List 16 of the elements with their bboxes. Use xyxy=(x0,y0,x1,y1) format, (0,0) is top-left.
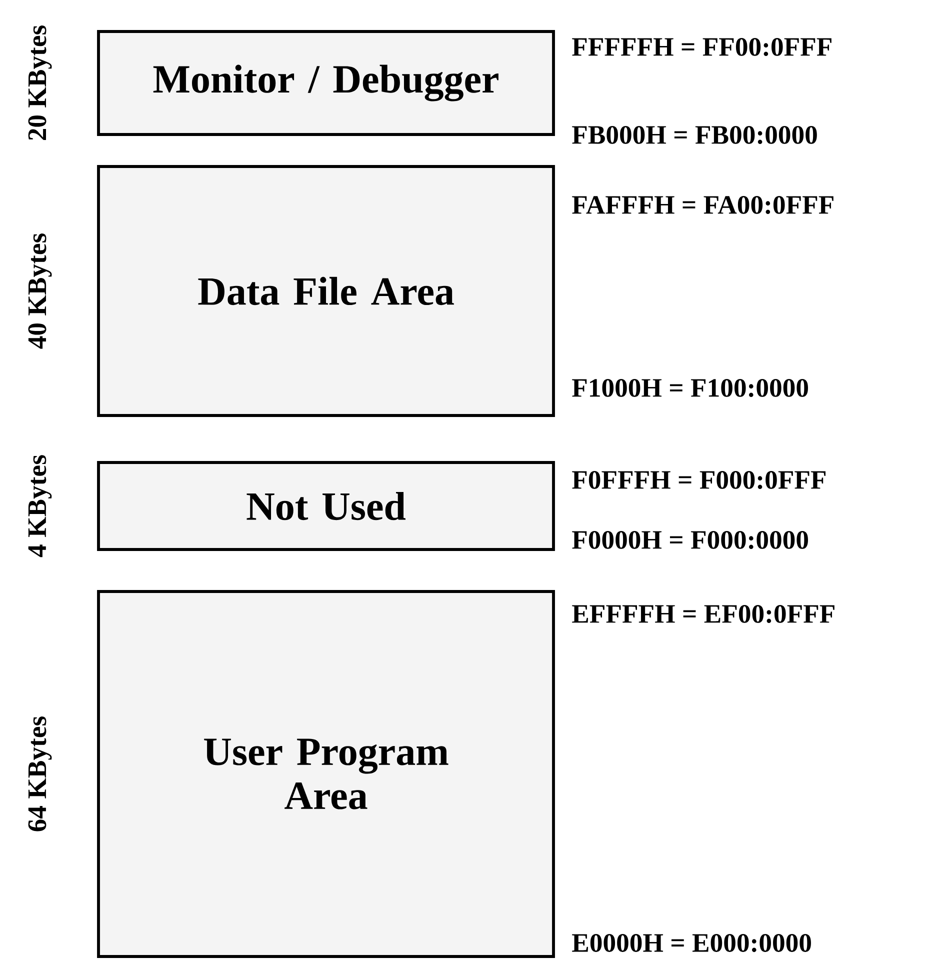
memory-block: Not Used xyxy=(97,461,555,551)
memory-block: Data File Area xyxy=(97,165,555,417)
address-label: FFFFFH = FF00:0FFF xyxy=(572,38,832,56)
size-label: 20 KBytes xyxy=(28,26,52,140)
size-label: 4 KBytes xyxy=(28,455,52,558)
address-label: FAFFFH = FA00:0FFF xyxy=(572,196,834,214)
address-label: FB000H = FB00:0000 xyxy=(572,126,817,144)
address-label: F1000H = F100:0000 xyxy=(572,378,808,398)
size-label: 40 KBytes xyxy=(28,234,52,349)
address-label: E0000H = E000:0000 xyxy=(572,934,811,952)
size-label: 64 KBytes xyxy=(28,716,52,832)
memory-block: Monitor / Debugger xyxy=(97,30,555,136)
memory-block: User Program Area xyxy=(97,590,555,958)
address-label: F0000H = F000:0000 xyxy=(572,530,808,550)
address-label: EFFFFH = EF00:0FFF xyxy=(572,604,834,624)
address-label: F0FFFH = F000:0FFF xyxy=(572,470,826,490)
